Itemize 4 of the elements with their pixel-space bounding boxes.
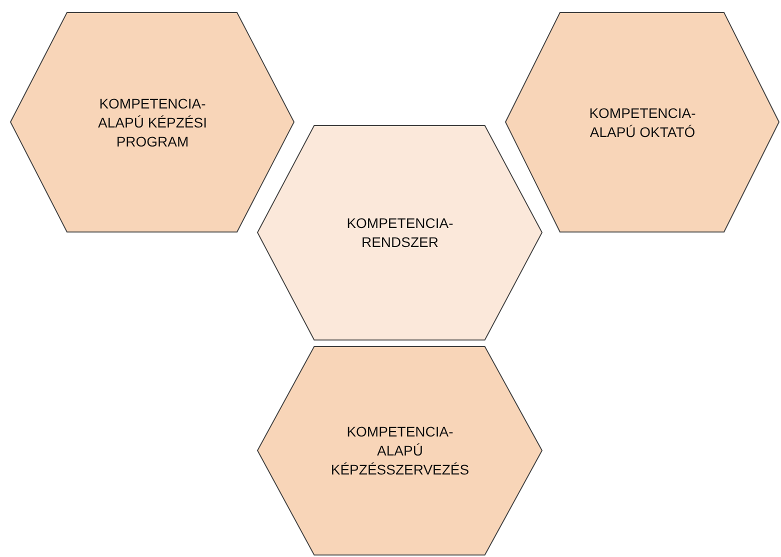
hexagon-label: KOMPETENCIA- ALAPÚ KÉPZÉSSZERVEZÉS	[330, 422, 470, 480]
hexagon-label: KOMPETENCIA- ALAPÚ KÉPZÉSI PROGRAM	[97, 94, 208, 151]
hexagon-label: KOMPETENCIA- RENDSZER	[346, 214, 454, 252]
hexagon-label: KOMPETENCIA- ALAPÚ OKTATÓ	[588, 104, 697, 142]
